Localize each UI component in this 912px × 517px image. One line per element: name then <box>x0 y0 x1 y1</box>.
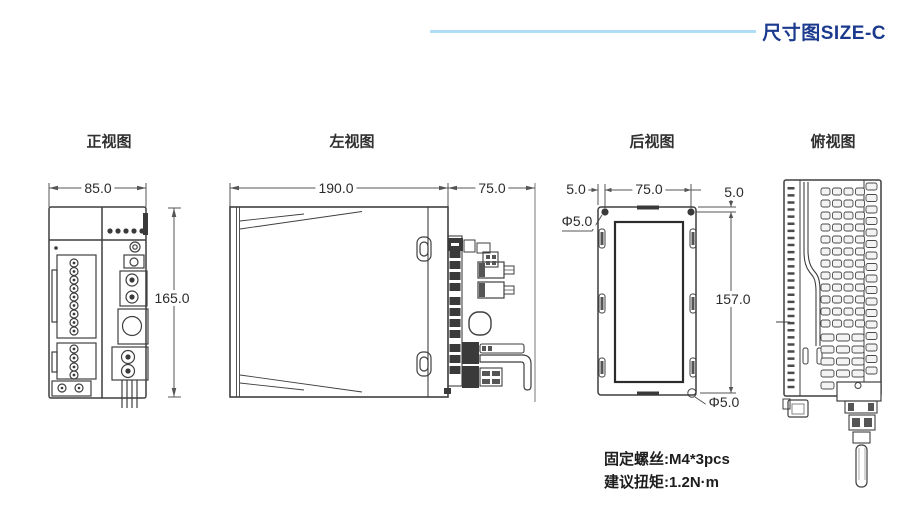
top-view-drawing <box>776 179 882 488</box>
left-view-drawing <box>229 183 536 402</box>
note-torque: 建议扭矩:1.2N·m <box>604 474 720 491</box>
page-title: 尺寸图SIZE-C <box>762 23 886 44</box>
rear-view-label: 后视图 <box>629 133 675 151</box>
rear-hole-span-dim: 75.0 <box>632 181 666 197</box>
top-view-label: 俯视图 <box>810 133 856 151</box>
rear-offset-left-dim: 5.0 <box>563 181 589 197</box>
left-depth-dim: 190.0 <box>315 180 357 196</box>
note-screw: 固定螺丝:M4*3pcs <box>604 451 730 468</box>
left-view-label: 左视图 <box>329 133 375 151</box>
rear-height-dim: 157.0 <box>712 291 754 307</box>
front-width-dim: 85.0 <box>81 180 115 196</box>
header-divider <box>430 30 756 33</box>
left-front-dim: 75.0 <box>475 180 509 196</box>
front-view-drawing <box>48 183 181 408</box>
front-height-dim: 165.0 <box>151 290 193 306</box>
front-view-label: 正视图 <box>86 133 132 151</box>
rear-hole-bottom-dim: Φ5.0 <box>705 394 743 410</box>
rear-offset-top-dim: 5.0 <box>721 184 747 200</box>
rear-view-drawing <box>562 184 736 406</box>
mounting-notes: 固定螺丝:M4*3pcs 建议扭矩:1.2N·m <box>604 448 730 494</box>
rear-hole-top-dim: Φ5.0 <box>558 213 596 229</box>
